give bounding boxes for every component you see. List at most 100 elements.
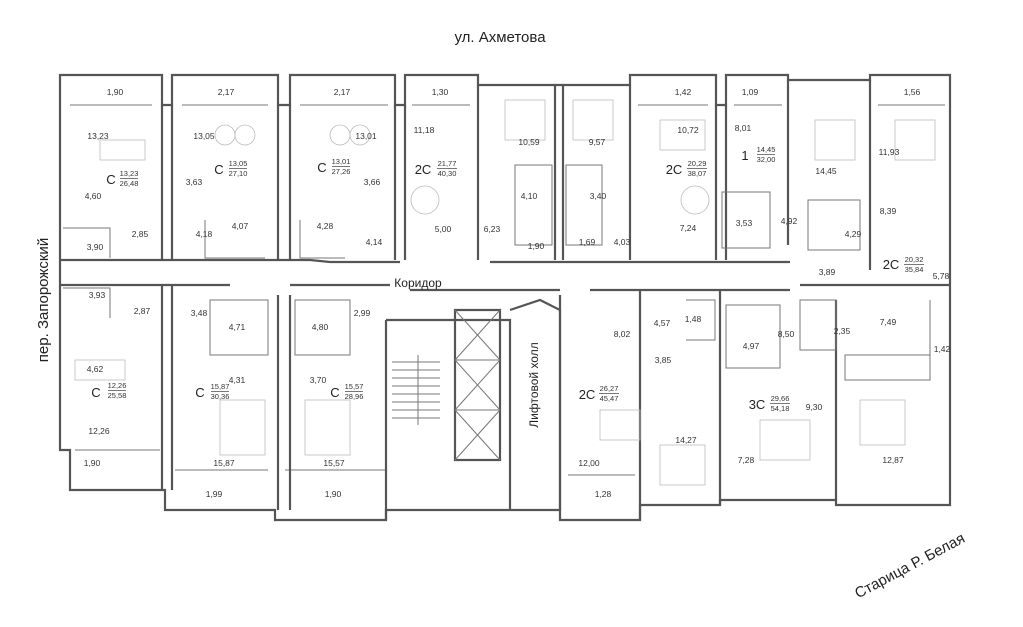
corridor-label: Коридор — [394, 276, 442, 290]
room-area: 8,50 — [778, 329, 795, 339]
apartment-badge: C 13,01 27,26 — [317, 157, 350, 176]
apartment-badge: 2C 20,32 35,84 — [883, 255, 924, 274]
apartment-badge: 1 14,45 32,00 — [741, 145, 775, 164]
room-area: 1,69 — [579, 237, 596, 247]
apartment-total-area: 40,30 — [438, 169, 457, 178]
apartment-badge: C 12,26 25,58 — [91, 381, 126, 400]
room-area: 8,39 — [880, 206, 897, 216]
room-area: 5,78 — [933, 271, 950, 281]
apartment-living-area: 12,26 — [108, 381, 127, 390]
room-area: 3,63 — [186, 177, 203, 187]
balcony-area: 1,28 — [595, 489, 612, 499]
room-area: 12,87 — [882, 455, 904, 465]
room-area: 4,97 — [743, 341, 760, 351]
room-area: 10,72 — [677, 125, 699, 135]
apartment-total-area: 54,18 — [771, 404, 790, 413]
room-area: 2,35 — [834, 326, 851, 336]
room-area: 3,40 — [590, 191, 607, 201]
room-area: 4,03 — [614, 237, 631, 247]
apartment-type: C — [195, 385, 204, 400]
room-area: 1,90 — [528, 241, 545, 251]
room-area: 1,48 — [685, 314, 702, 324]
balcony-area: 1,09 — [742, 87, 759, 97]
apartment-badge: 3C 29,66 54,18 — [749, 394, 790, 413]
apartment-total-area: 26,48 — [120, 179, 139, 188]
room-area: 9,57 — [589, 137, 606, 147]
balcony-area: 1,90 — [84, 458, 101, 468]
street-bottom-right-label: Старица Р. Белая — [852, 530, 968, 602]
street-top-label: ул. Ахметова — [454, 29, 546, 46]
room-area: 11,93 — [879, 147, 900, 157]
balcony-area: 1,90 — [107, 87, 124, 97]
room-area: 2,87 — [134, 306, 151, 316]
room-area: 3,66 — [364, 177, 381, 187]
room-area: 7,28 — [738, 455, 755, 465]
furniture-sketch — [74, 99, 936, 486]
room-area: 3,90 — [87, 242, 104, 252]
apartment-type: C — [214, 162, 223, 177]
room-area: 13,05 — [193, 131, 215, 141]
room-area: 13,01 — [355, 131, 377, 141]
room-area: 4,31 — [229, 375, 246, 385]
street-left-label: пер. Запорожский — [35, 238, 52, 362]
apartment-type: C — [91, 385, 100, 400]
apartment-type: 2C — [883, 257, 900, 272]
apartment-badge: C 15,57 28,96 — [330, 382, 363, 401]
room-area: 10,59 — [518, 137, 540, 147]
room-area: 12,26 — [88, 426, 110, 436]
room-area: 3,89 — [819, 267, 836, 277]
room-area: 15,57 — [323, 458, 345, 468]
room-area: 9,30 — [806, 402, 823, 412]
room-area: 5,00 — [435, 224, 452, 234]
apartment-total-area: 25,58 — [108, 391, 127, 400]
room-area: 4,62 — [87, 364, 104, 374]
building-walls — [58, 73, 952, 522]
room-area: 6,23 — [484, 224, 501, 234]
apartment-total-area: 27,10 — [229, 169, 248, 178]
apartment-living-area: 26,27 — [600, 384, 619, 393]
apartment-type: 2C — [415, 162, 432, 177]
apartment-living-area: 29,66 — [771, 394, 790, 403]
balcony-area: 1,99 — [206, 489, 223, 499]
apartment-total-area: 45,47 — [600, 394, 619, 403]
room-area: 7,49 — [880, 317, 897, 327]
room-area: 4,18 — [196, 229, 213, 239]
room-area: 3,53 — [736, 218, 753, 228]
apartment-total-area: 32,00 — [757, 155, 776, 164]
apartment-living-area: 20,32 — [905, 255, 924, 264]
apartment-type: 2C — [666, 162, 683, 177]
apartment-type: C — [317, 160, 326, 175]
room-area: 2,99 — [354, 308, 371, 318]
room-area: 14,45 — [815, 166, 837, 176]
room-area: 4,80 — [312, 322, 329, 332]
room-area: 4,07 — [232, 221, 249, 231]
apartment-total-area: 35,84 — [905, 265, 924, 274]
room-area: 3,48 — [191, 308, 208, 318]
lift-hall-label: Лифтовой холл — [527, 342, 541, 427]
apartment-living-area: 21,77 — [438, 159, 457, 168]
apartment-type: C — [106, 172, 115, 187]
room-area: 8,01 — [735, 123, 752, 133]
room-area: 4,71 — [229, 322, 246, 332]
room-area: 4,10 — [521, 191, 538, 201]
apartment-living-area: 15,87 — [211, 382, 230, 391]
apartment-type: 3C — [749, 397, 766, 412]
room-area: 4,29 — [845, 229, 862, 239]
apartment-total-area: 28,96 — [345, 392, 364, 401]
balcony-area: 1,90 — [325, 489, 342, 499]
apartment-badge: C 15,87 30,36 — [195, 382, 229, 401]
balcony-area: 2,17 — [218, 87, 235, 97]
apartment-living-area: 20,29 — [688, 159, 707, 168]
balcony-areas: 1,90 2,17 2,17 1,30 1,42 1,09 1,56 1,90 … — [84, 87, 951, 499]
apartment-badge: 2C 26,27 45,47 — [579, 384, 619, 403]
apartment-total-area: 30,36 — [211, 392, 230, 401]
apartment-living-area: 13,01 — [332, 157, 351, 166]
room-area: 3,70 — [310, 375, 327, 385]
room-area: 4,28 — [317, 221, 334, 231]
apartment-total-area: 38,07 — [688, 169, 707, 178]
room-area: 4,57 — [654, 318, 671, 328]
balcony-area: 1,56 — [904, 87, 921, 97]
room-area: 2,85 — [132, 229, 149, 239]
room-area: 4,14 — [366, 237, 383, 247]
